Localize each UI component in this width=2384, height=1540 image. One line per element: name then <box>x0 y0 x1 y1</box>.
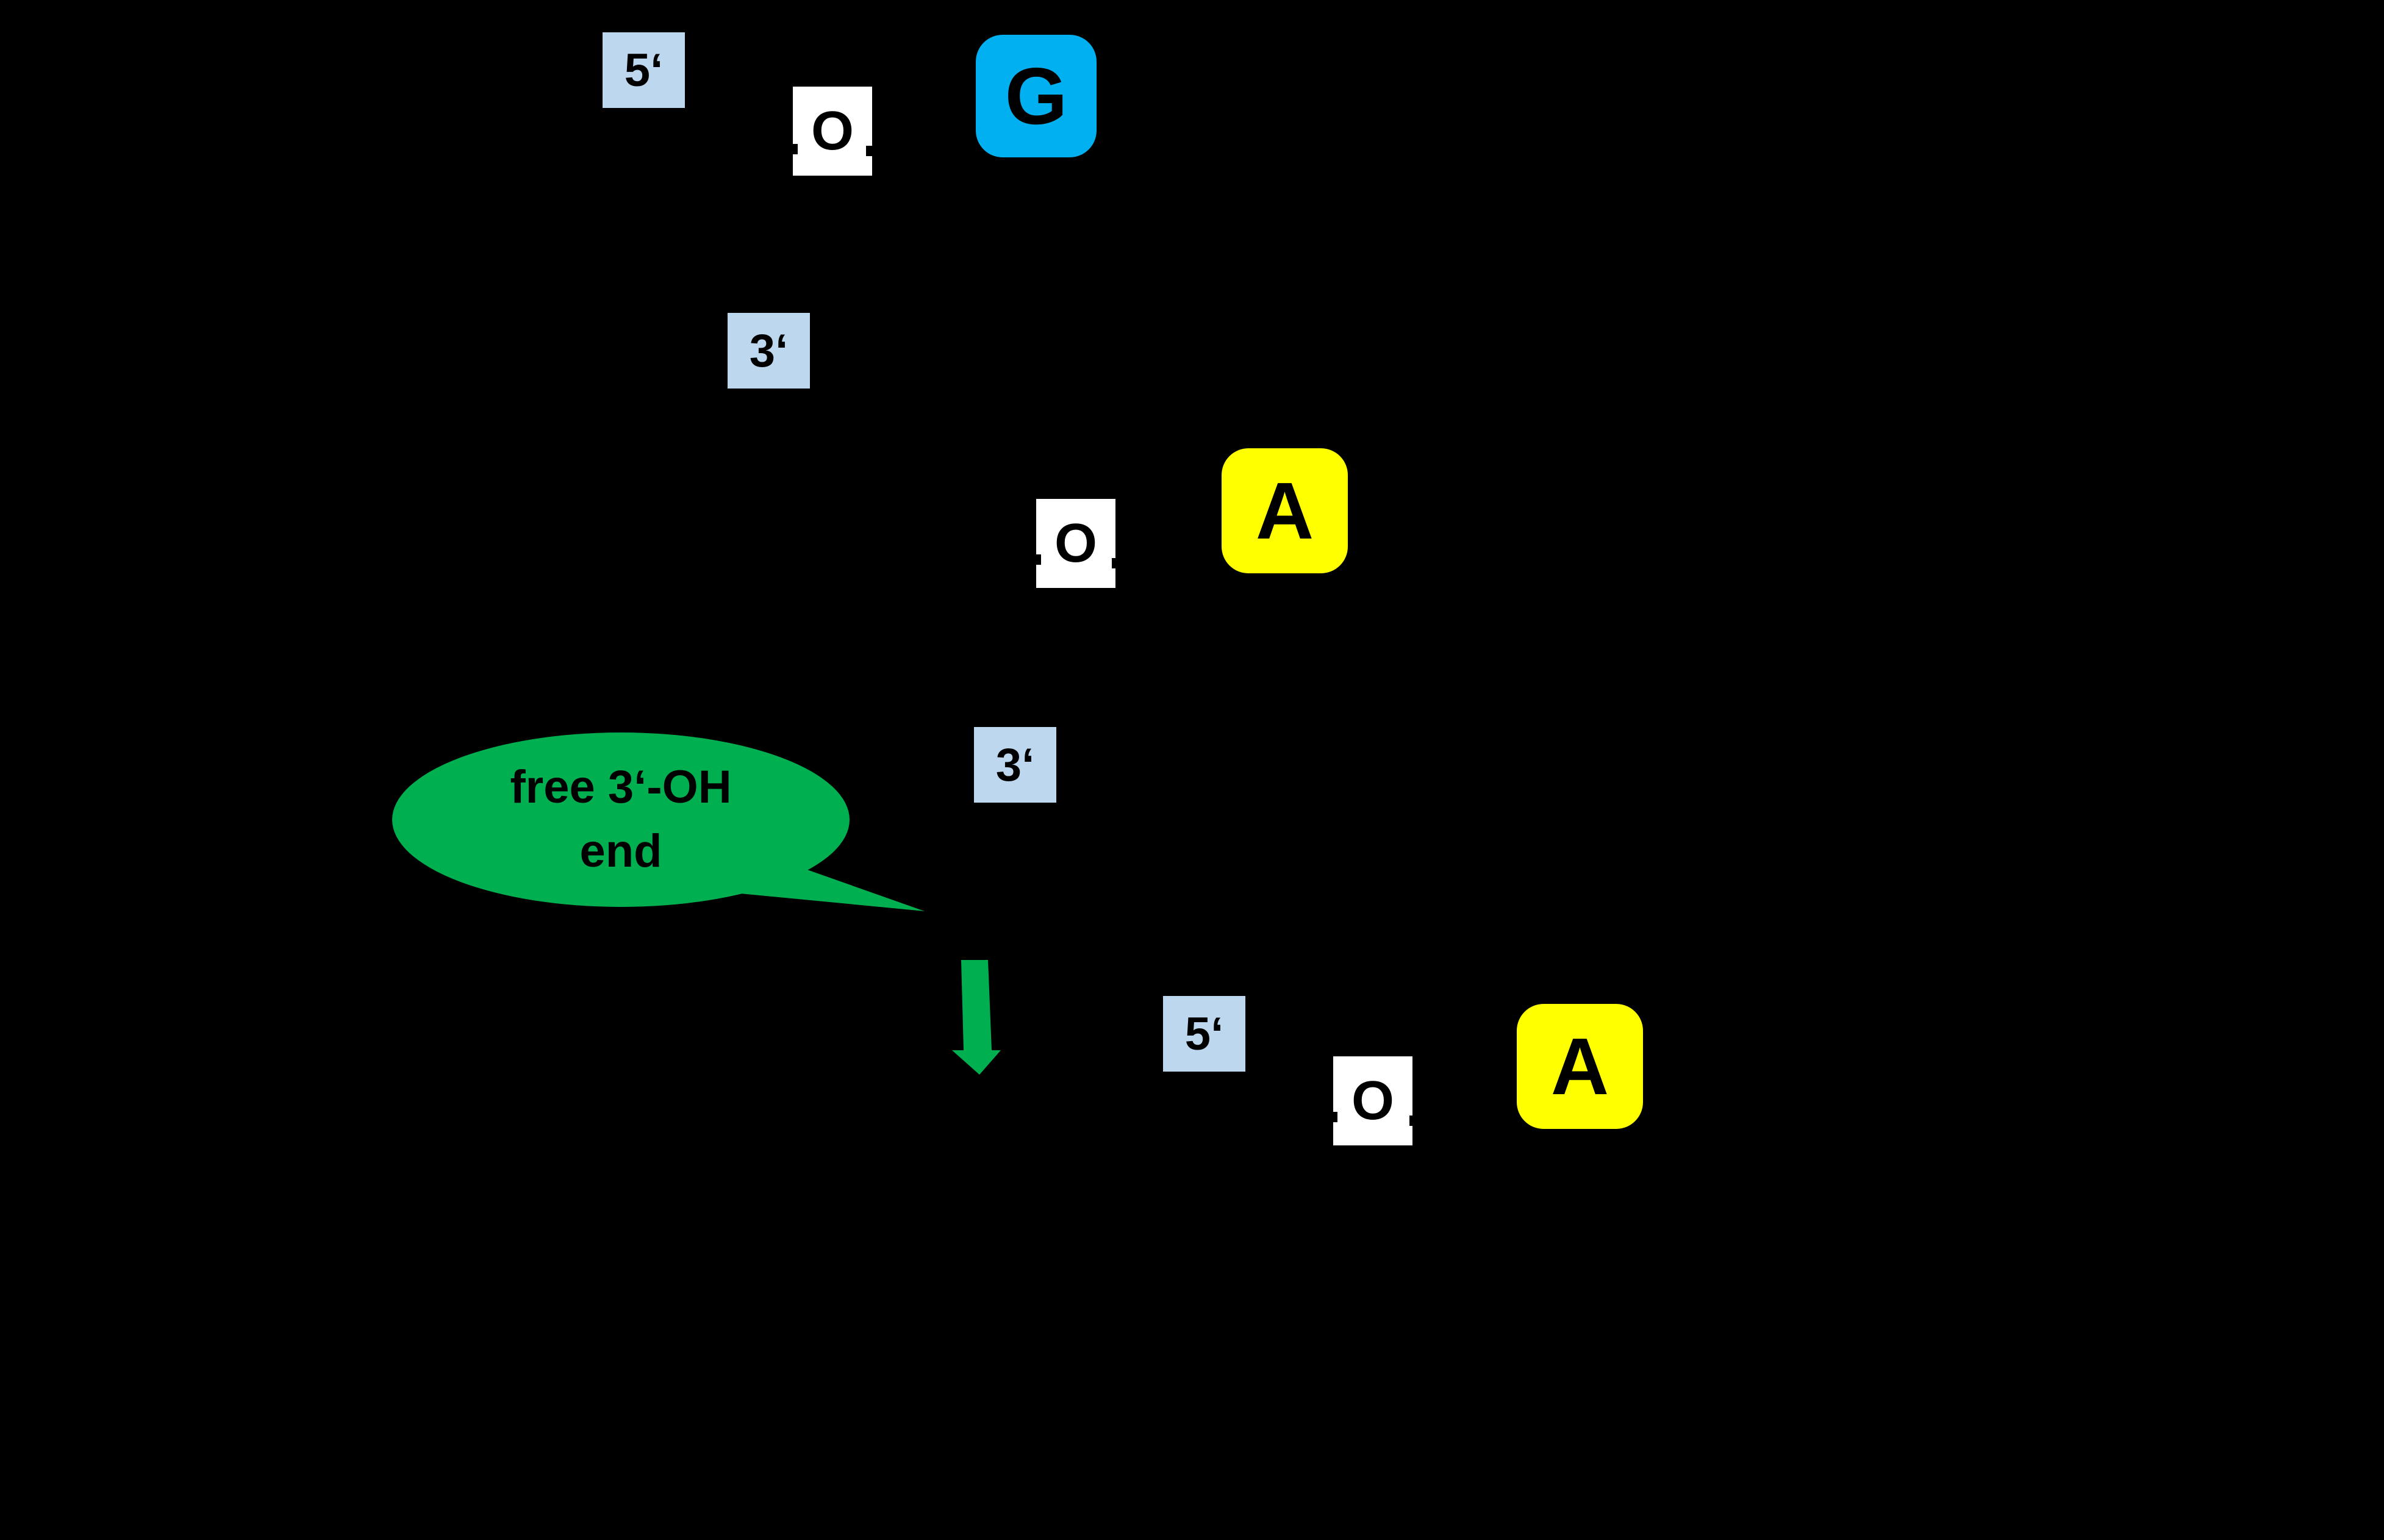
callout-line2: end <box>579 825 662 877</box>
oxygen-bottom-text: O <box>1351 1070 1394 1131</box>
oxygen-box-bottom: O <box>1333 1056 1412 1145</box>
base-adenine-bottom-text: A <box>1550 1022 1609 1111</box>
base-adenine-bottom: A <box>1517 1004 1643 1129</box>
label-3-prime-middle-text: 3‘ <box>995 739 1035 791</box>
label-3-prime-top-text: 3‘ <box>749 324 789 377</box>
callout-bubble: free 3‘-OH end <box>392 732 850 907</box>
bond-stub-icon <box>1325 1112 1337 1122</box>
bond-stub-icon <box>786 144 798 154</box>
base-guanine-text: G <box>1004 51 1068 141</box>
callout-line1: free 3‘-OH <box>510 761 732 814</box>
oxygen-box-middle: O <box>1036 499 1115 588</box>
base-guanine: G <box>976 35 1097 157</box>
bond-stub-icon <box>1112 558 1124 568</box>
base-adenine-middle: A <box>1222 448 1348 573</box>
label-5-prime-top-text: 5‘ <box>624 44 664 96</box>
oxygen-box-top: O <box>793 87 872 176</box>
label-5-prime-bottom-text: 5‘ <box>1184 1008 1224 1060</box>
label-5-prime-top: 5‘ <box>603 32 685 108</box>
oxygen-middle-text: O <box>1054 512 1097 574</box>
label-5-prime-bottom: 5‘ <box>1163 996 1245 1072</box>
label-3-prime-middle: 3‘ <box>974 727 1056 803</box>
oxygen-top-text: O <box>811 100 854 162</box>
down-arrow-icon <box>952 960 1001 1075</box>
bond-stub-icon <box>866 146 878 156</box>
label-3-prime-top: 3‘ <box>728 313 810 389</box>
bond-stub-icon <box>1029 554 1041 565</box>
bond-stub-icon <box>1409 1116 1422 1126</box>
base-adenine-middle-text: A <box>1255 466 1314 556</box>
